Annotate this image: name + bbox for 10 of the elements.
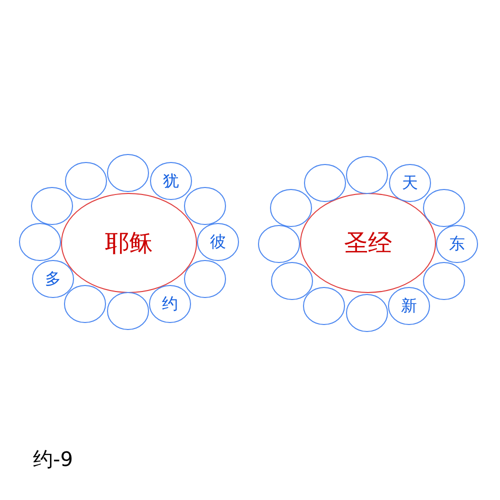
- circle-character: 东: [449, 235, 465, 253]
- exercise-number: 约-9: [33, 446, 73, 473]
- center-word: 圣经: [344, 230, 392, 256]
- circle-character: 约: [162, 295, 178, 313]
- circle-character: 天: [402, 174, 418, 192]
- circle-character: 彼: [210, 233, 226, 251]
- circle-character: 犹: [163, 172, 179, 190]
- center-word: 耶稣: [105, 230, 153, 256]
- circle-character: 多: [45, 270, 61, 288]
- circle-character: 新: [401, 297, 417, 315]
